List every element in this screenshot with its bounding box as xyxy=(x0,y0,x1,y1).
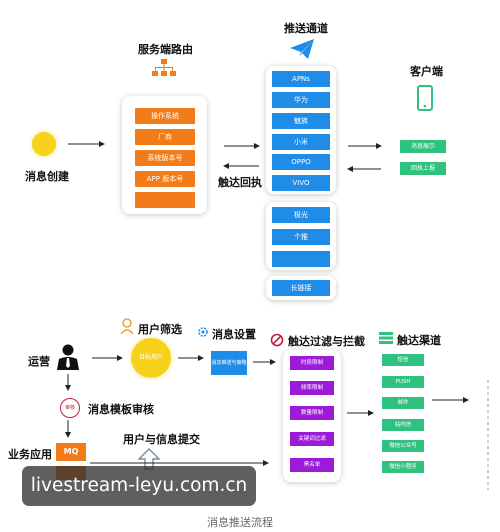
channel-empty xyxy=(272,251,330,267)
watermark: livestream-leyu.com.cn xyxy=(22,466,256,506)
channel-meizu: 魅族 xyxy=(272,113,330,129)
filter-blacklist: 黑名单 xyxy=(290,458,334,472)
server-box-vendor: 厂商 xyxy=(135,129,195,145)
message-setting-label: 消息设置 xyxy=(212,328,256,341)
reach-channel-title: 触达渠道 xyxy=(397,334,441,347)
audit-badge: 审核 xyxy=(60,398,80,418)
filter-count-limit: 数量限制 xyxy=(290,406,334,420)
channel-getui: 个推 xyxy=(272,229,330,245)
filter-time-limit: 时段限制 xyxy=(290,356,334,370)
filter-frequency-limit: 频率限制 xyxy=(290,381,334,395)
target-user-circle: 目标用户 xyxy=(131,338,171,378)
create-message-dot xyxy=(32,132,56,156)
reach-sms: 短信 xyxy=(382,354,424,366)
user-filter-icon xyxy=(120,318,134,334)
server-box-app-version: APP 版本号 xyxy=(135,171,195,187)
channel-list-icon xyxy=(379,332,393,344)
channel-huawei: 华为 xyxy=(272,92,330,108)
operator-person-icon xyxy=(57,344,79,370)
server-network-icon xyxy=(152,59,176,76)
server-box-empty xyxy=(135,192,195,208)
reach-inbox: 站内信 xyxy=(382,419,424,431)
operate-label: 运营 xyxy=(28,355,50,368)
server-box-sys-version: 系统版本号 xyxy=(135,150,195,166)
filter-block-icon xyxy=(270,333,284,347)
filter-keyword: 关键词过滤 xyxy=(290,432,334,446)
client-receipt-box: 回执上报 xyxy=(400,162,446,175)
message-setting-box: 消息推送与策略 xyxy=(211,351,247,375)
reach-email: 邮件 xyxy=(382,397,424,409)
channel-card-vendors xyxy=(266,66,336,194)
channel-jiguang: 极光 xyxy=(272,207,330,223)
client-display-box: 消息展示 xyxy=(400,140,446,153)
diagram-caption: 消息推送流程 xyxy=(207,516,273,529)
callback-label: 触达回执 xyxy=(218,176,262,189)
paper-plane-icon xyxy=(290,39,314,59)
business-app-label: 业务应用 xyxy=(8,448,52,461)
push-channel-label: 推送通道 xyxy=(284,22,328,35)
client-label: 客户端 xyxy=(410,65,443,78)
user-filter-label: 用户筛选 xyxy=(138,323,182,336)
create-message-label: 消息创建 xyxy=(25,170,69,183)
channel-oppo: OPPO xyxy=(272,154,330,170)
template-audit-label: 消息模板审核 xyxy=(88,403,154,416)
mq-box: MQ xyxy=(56,443,86,461)
reach-push: PUSH xyxy=(382,376,424,388)
channel-apns: APNs xyxy=(272,71,330,87)
message-setting-icon xyxy=(198,327,208,337)
reach-wechat-oa: 微信公众号 xyxy=(382,440,424,452)
submit-label: 用户与信息提交 xyxy=(123,433,200,446)
channel-long-connection: 长链接 xyxy=(272,280,330,296)
phone-icon xyxy=(417,85,433,111)
server-box-os: 操作系统 xyxy=(135,108,195,124)
server-route-label: 服务端路由 xyxy=(138,43,193,56)
channel-vivo: VIVO xyxy=(272,175,330,191)
filter-title: 触达过滤与拦截 xyxy=(288,335,365,348)
channel-xiaomi: 小米 xyxy=(272,134,330,150)
reach-wechat-mini: 微信小程序 xyxy=(382,461,424,473)
